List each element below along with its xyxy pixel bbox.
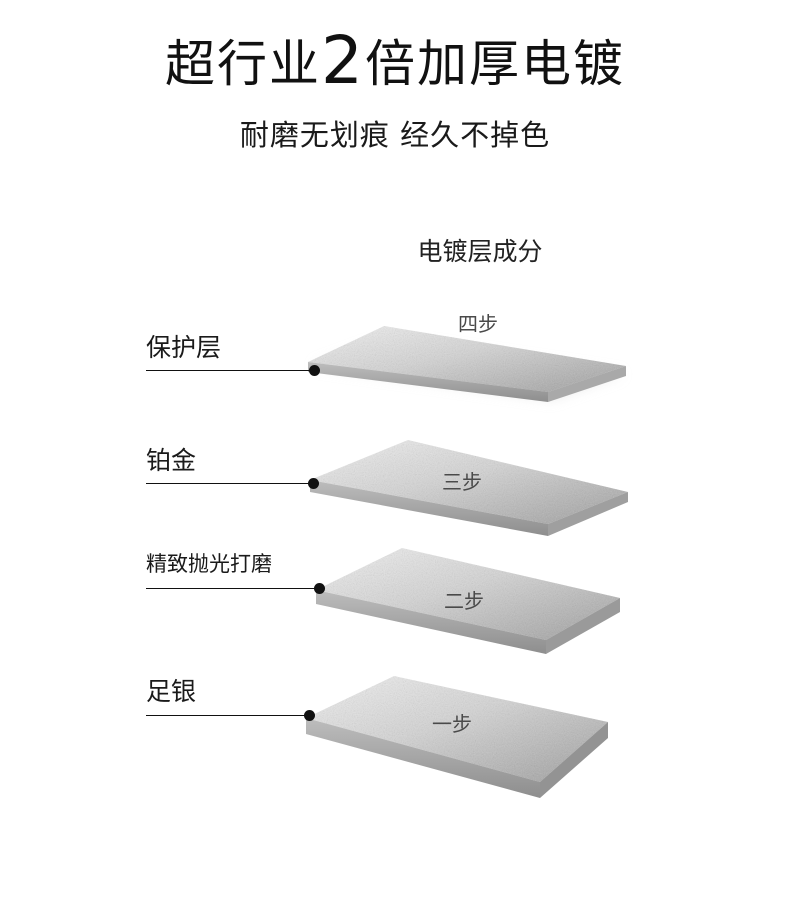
plate-step-4 (308, 326, 626, 402)
section-title: 电镀层成分 (417, 237, 543, 266)
headline: 超行业2倍加厚电镀 (0, 22, 790, 99)
layer-label-silver: 足银 (146, 677, 197, 706)
subheadline: 耐磨无划痕 经久不掉色 (239, 118, 551, 152)
layer-label-polish: 精致抛光打磨 (146, 552, 272, 576)
headline-suffix: 倍加厚电镀 (365, 35, 625, 93)
step-label-1: 一步 (432, 712, 472, 736)
plate-step-3 (310, 440, 628, 536)
leader-line-silver (146, 715, 310, 716)
leader-line-polish (146, 588, 320, 589)
headline-prefix: 超行业 (165, 35, 321, 93)
leader-line-protective (146, 370, 314, 371)
layer-label-platinum: 铂金 (146, 446, 197, 475)
plate-step-2 (316, 548, 620, 654)
step-label-2: 二步 (444, 589, 484, 613)
leader-dot-platinum (308, 478, 319, 489)
leader-dot-protective (309, 365, 320, 376)
layer-label-protective: 保护层 (146, 333, 222, 362)
headline-number: 2 (321, 22, 365, 99)
leader-line-platinum (146, 483, 314, 484)
step-label-3: 三步 (442, 470, 482, 494)
plate-step-1 (306, 676, 608, 798)
step-label-4: 四步 (458, 312, 498, 336)
leader-dot-silver (304, 710, 315, 721)
leader-dot-polish (314, 583, 325, 594)
